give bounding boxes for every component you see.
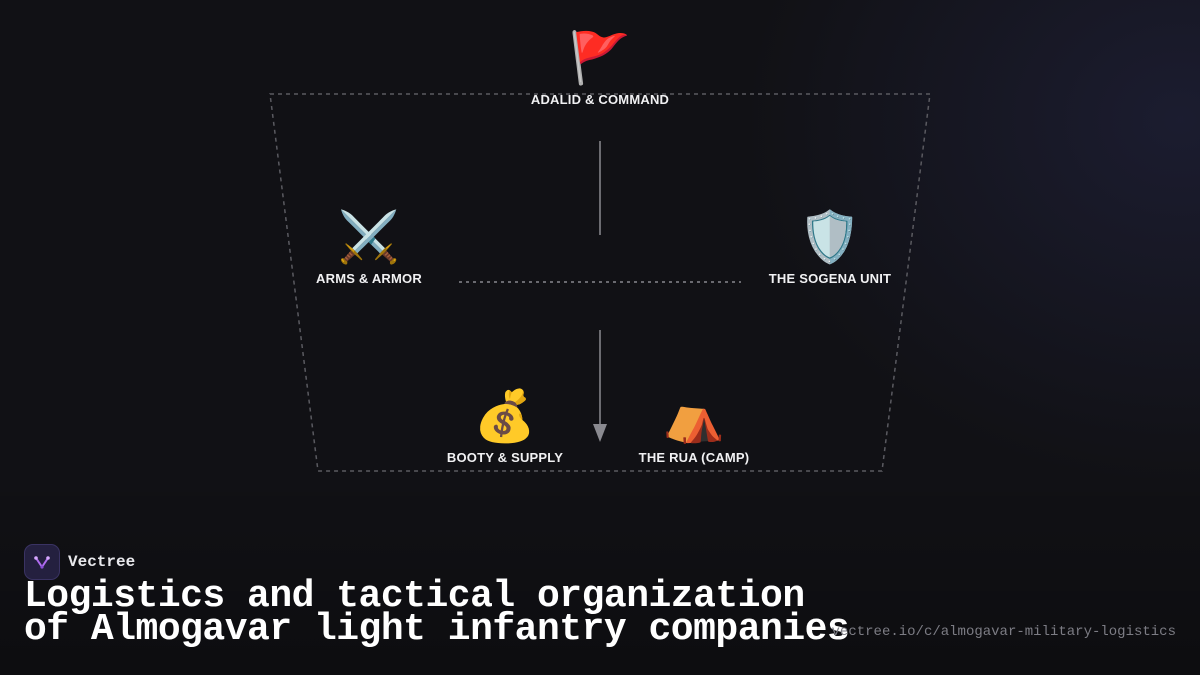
trapezoid-frame [269,93,931,472]
node-label: ADALID & COMMAND [530,92,670,107]
node-sogena-unit: 🛡️ THE SOGENA UNIT [769,209,891,286]
title-line-2: of Almogavar light infantry companies [24,608,850,651]
brand[interactable]: Vectree [24,544,135,580]
node-label: THE RUA (CAMP) [638,450,750,465]
shield-icon: 🛡️ [798,208,862,266]
node-label: ARMS & ARMOR [316,271,422,286]
node-label: THE SOGENA UNIT [768,271,892,286]
page-title: Logistics and tactical organization of A… [24,575,850,651]
node-rua-camp: ⛺ THE RUA (CAMP) [639,388,750,465]
brand-name: Vectree [68,553,136,571]
arrowhead [593,424,607,442]
vectree-logo-icon [24,544,60,580]
title-line-1: Logistics and tactical organization [24,575,805,618]
tent-icon: ⛺ [662,387,726,445]
money-bag-icon: 💰 [473,387,537,445]
node-label: BOOTY & SUPPLY [446,450,564,465]
node-booty-supply: 💰 BOOTY & SUPPLY [447,388,563,465]
crossed-swords-icon: ⚔️ [337,208,401,266]
node-adalid-command: 🚩 ADALID & COMMAND [531,30,669,107]
node-arms-armor: ⚔️ ARMS & ARMOR [316,209,422,286]
source-url[interactable]: vectree.io/c/almogavar-military-logistic… [831,624,1176,640]
flag-icon: 🚩 [568,29,632,87]
